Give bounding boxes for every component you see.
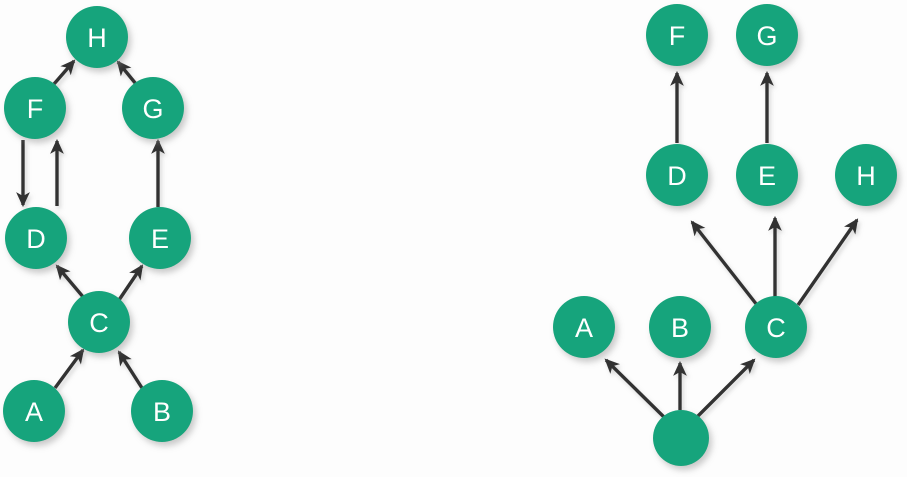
node-circle[interactable] bbox=[129, 207, 191, 269]
node-circle[interactable] bbox=[835, 144, 897, 206]
graph-node-f[interactable]: F bbox=[646, 4, 708, 66]
node-circle[interactable] bbox=[736, 4, 798, 66]
edge-line bbox=[53, 348, 85, 390]
graph-node-root-unlabeled[interactable] bbox=[653, 410, 709, 466]
edge-line bbox=[116, 60, 138, 86]
graph-node-h[interactable]: H bbox=[66, 6, 128, 68]
graph-node-c[interactable]: C bbox=[68, 291, 130, 353]
node-circle[interactable] bbox=[553, 296, 615, 358]
graph-node-d[interactable]: D bbox=[646, 144, 708, 206]
graph-node-c[interactable]: C bbox=[745, 296, 807, 358]
node-circle[interactable] bbox=[68, 291, 130, 353]
graph-node-g[interactable]: G bbox=[736, 4, 798, 66]
edge-line bbox=[796, 218, 859, 306]
node-circle[interactable] bbox=[131, 380, 193, 442]
graph-node-d[interactable]: D bbox=[5, 207, 67, 269]
result-tree-edges bbox=[604, 70, 859, 422]
node-circle[interactable] bbox=[66, 6, 128, 68]
graph-node-g[interactable]: G bbox=[122, 77, 184, 139]
edge-line bbox=[693, 358, 756, 421]
graph-node-a[interactable]: A bbox=[553, 296, 615, 358]
edge-line bbox=[55, 264, 86, 300]
graph-node-e[interactable]: E bbox=[129, 207, 191, 269]
edge-line bbox=[52, 59, 76, 86]
graph-node-e[interactable]: E bbox=[736, 144, 798, 206]
graph-node-a[interactable]: A bbox=[3, 380, 65, 442]
node-circle[interactable] bbox=[646, 4, 708, 66]
node-circle[interactable] bbox=[653, 410, 709, 466]
edge-line bbox=[117, 264, 144, 301]
edge-line bbox=[604, 358, 669, 422]
graph-edge-a-to-c bbox=[53, 348, 85, 390]
graph-node-f[interactable]: F bbox=[4, 77, 66, 139]
graph-edge-c-to-d bbox=[55, 264, 86, 300]
graph-node-b[interactable]: B bbox=[131, 380, 193, 442]
edge-line bbox=[117, 350, 144, 389]
node-circle[interactable] bbox=[5, 207, 67, 269]
graph-edge-c-to-e bbox=[117, 264, 144, 301]
graph-edge-b-to-c bbox=[117, 350, 144, 389]
node-circle[interactable] bbox=[646, 144, 708, 206]
node-circle[interactable] bbox=[736, 144, 798, 206]
node-circle[interactable] bbox=[745, 296, 807, 358]
graph-edge-f-to-h bbox=[52, 59, 76, 86]
graph-edge-g-to-h bbox=[116, 60, 138, 86]
graph-edge-root-to-c2 bbox=[693, 358, 756, 421]
node-circle[interactable] bbox=[4, 77, 66, 139]
graph-edge-c2-to-d2 bbox=[690, 220, 759, 307]
graph-edge-root-to-a2 bbox=[604, 358, 669, 422]
edge-line bbox=[690, 220, 759, 307]
node-circle[interactable] bbox=[122, 77, 184, 139]
node-circle[interactable] bbox=[649, 296, 711, 358]
graph-node-b[interactable]: B bbox=[649, 296, 711, 358]
graph-node-h[interactable]: H bbox=[835, 144, 897, 206]
node-circle[interactable] bbox=[3, 380, 65, 442]
graph-edge-c2-to-h2 bbox=[796, 218, 859, 306]
source-graph-edges bbox=[16, 59, 165, 390]
